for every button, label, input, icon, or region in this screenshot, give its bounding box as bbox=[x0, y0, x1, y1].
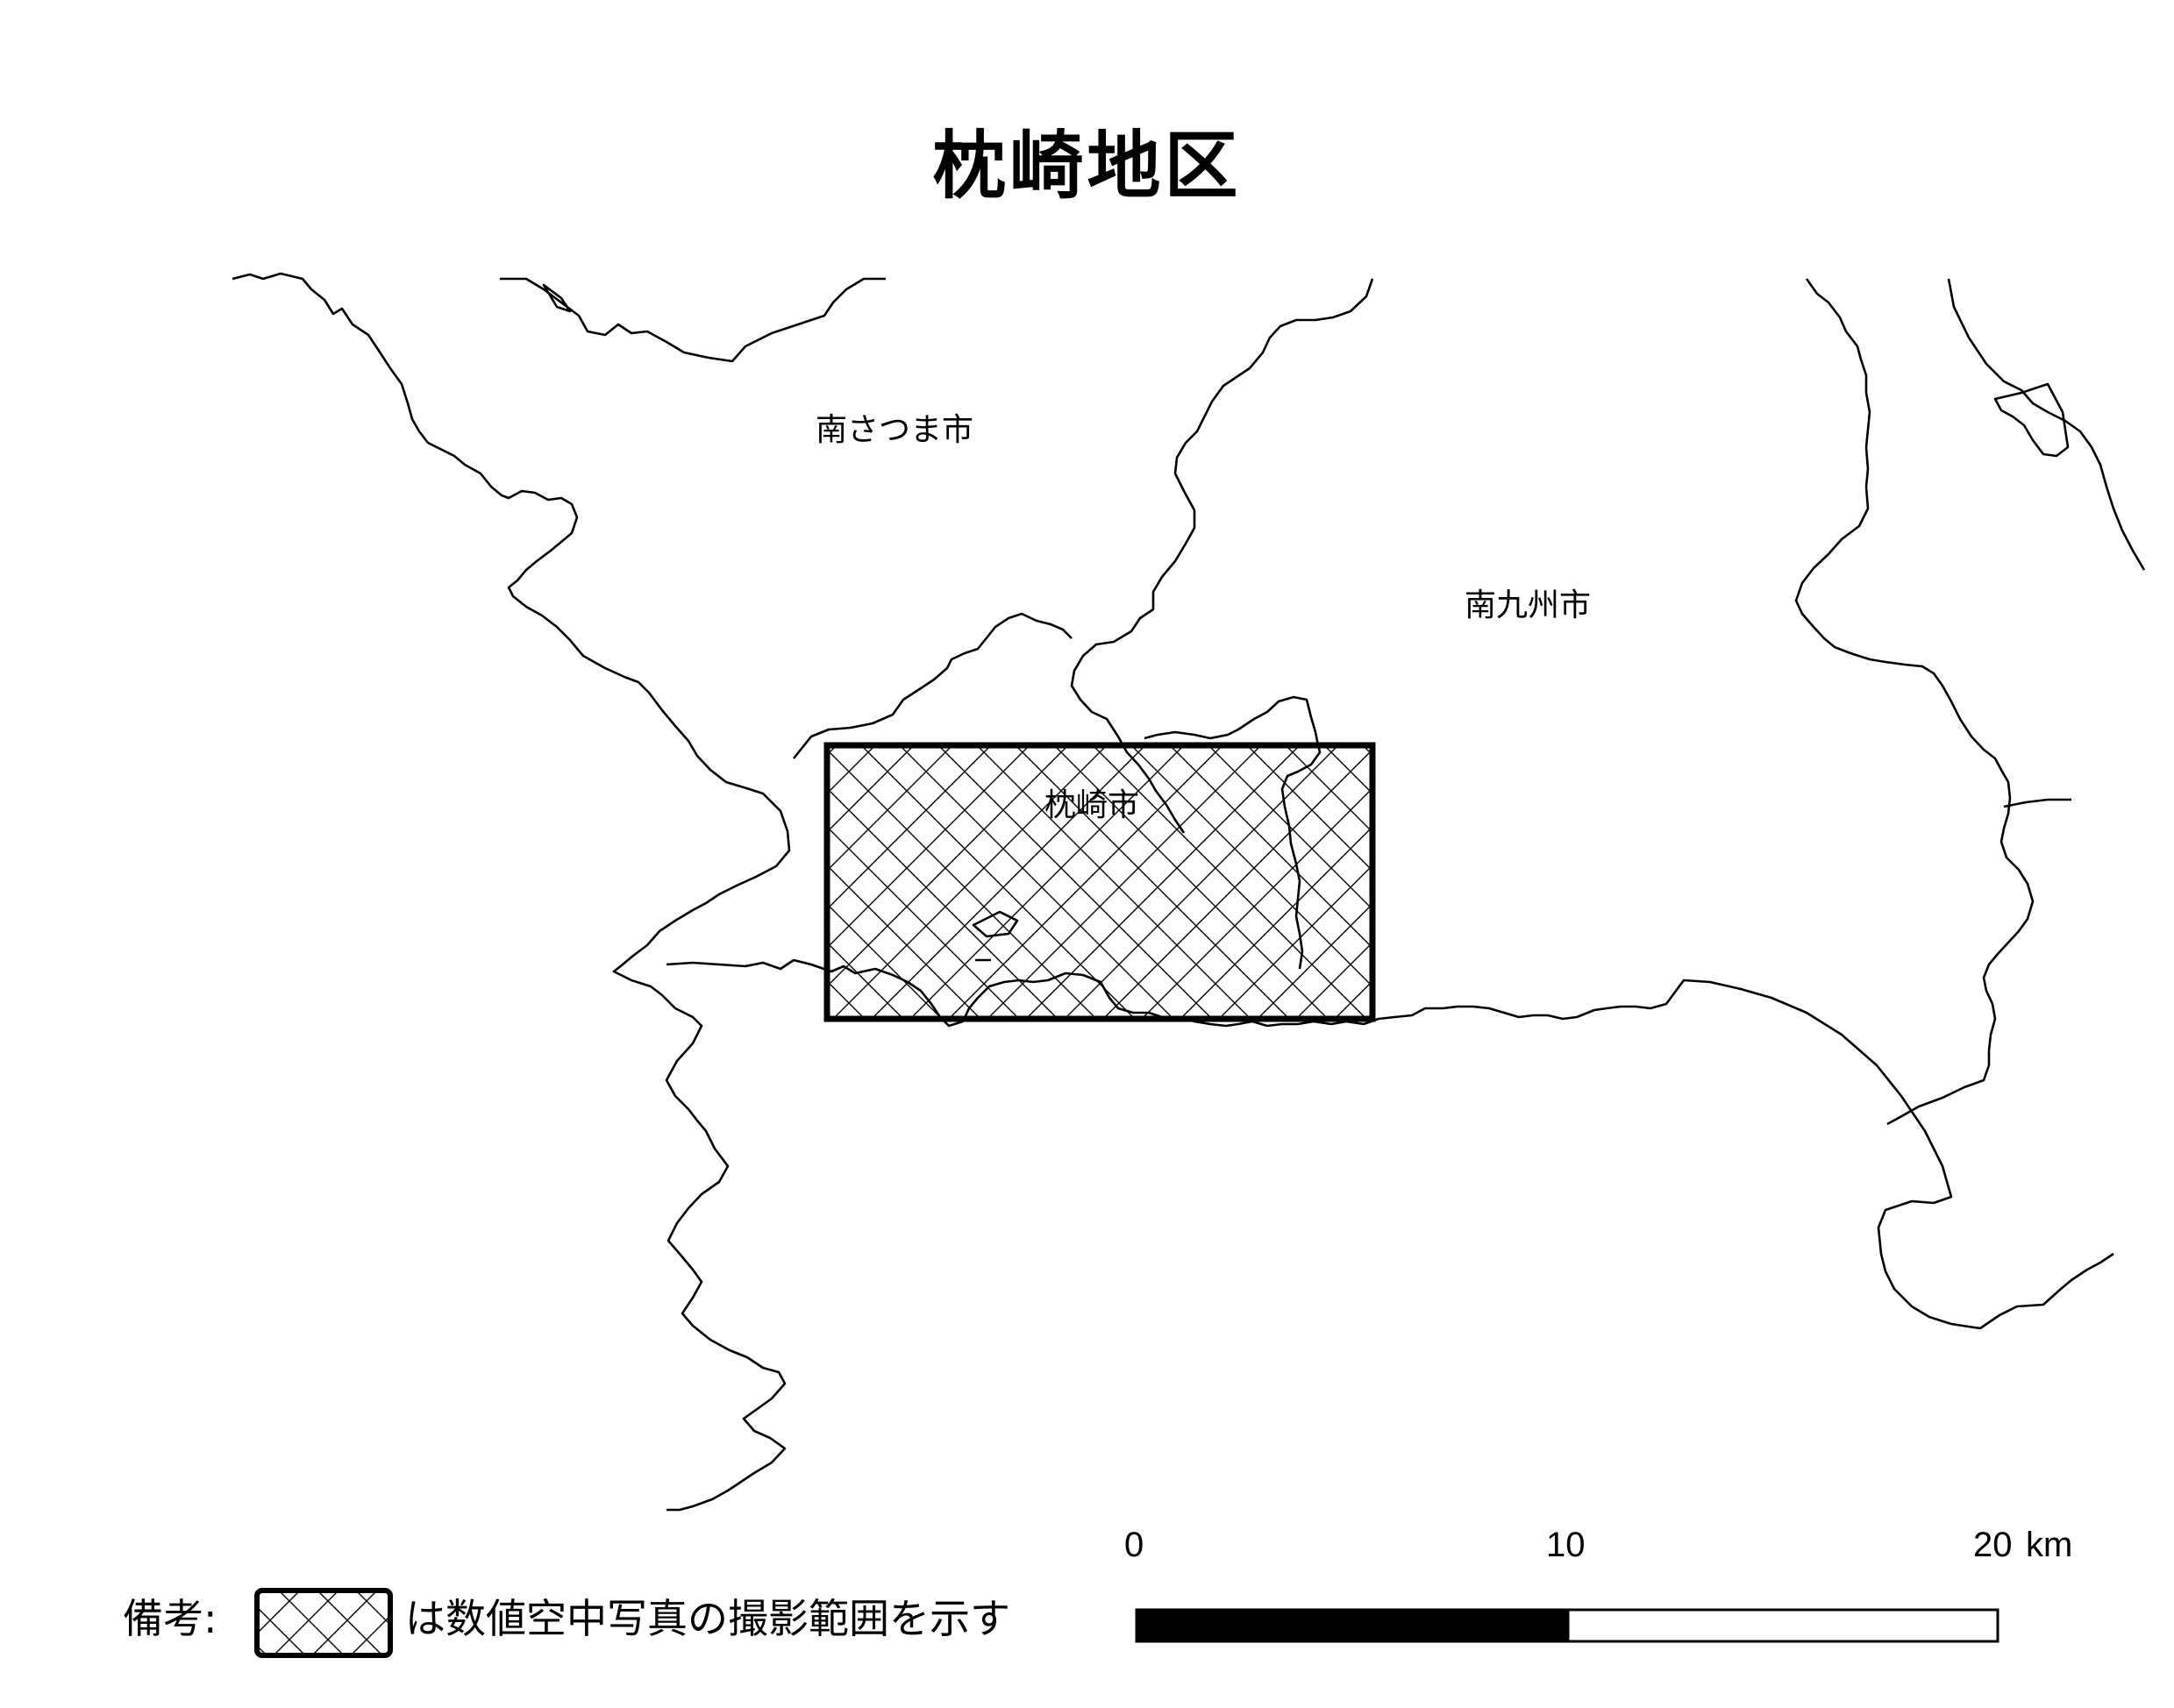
island-1 bbox=[542, 283, 572, 313]
scale-bar-white-segment bbox=[1566, 1608, 1999, 1643]
coastline-west bbox=[232, 272, 791, 1512]
place-label-minamikyushu: 南九州市 bbox=[1465, 587, 1591, 623]
boundary-east-branch bbox=[2003, 798, 2071, 808]
legend-description: は数値空中写真の撮影範囲を示す bbox=[405, 1595, 1010, 1642]
place-label-makurazaki: 枕崎市 bbox=[1044, 787, 1139, 823]
coastline-east bbox=[1947, 278, 2146, 571]
map-title: 枕崎地区 bbox=[932, 123, 1242, 209]
boundary-minamikyushu-east bbox=[1794, 278, 2035, 1126]
scale-bar bbox=[1135, 1608, 1999, 1643]
scale-tick-20: 20 bbox=[1973, 1526, 2013, 1564]
harbor-east bbox=[1993, 382, 2070, 458]
legend-swatch bbox=[254, 1588, 393, 1658]
coastline-north bbox=[500, 277, 886, 363]
aerial-photo-coverage-area[interactable] bbox=[823, 742, 1376, 1022]
place-label-minamisatsuma: 南さつま市 bbox=[816, 412, 973, 448]
scale-tick-0: 0 bbox=[1124, 1526, 1144, 1564]
boundary-minamisatsuma-minamikyushu bbox=[1070, 278, 1374, 834]
legend-prefix: 備考: bbox=[123, 1595, 217, 1642]
scale-unit: km bbox=[2026, 1526, 2073, 1564]
scale-tick-10: 10 bbox=[1546, 1526, 1586, 1564]
boundary-minamisatsuma-makurazaki bbox=[792, 612, 1073, 759]
scale-bar-black-segment bbox=[1135, 1608, 1570, 1643]
